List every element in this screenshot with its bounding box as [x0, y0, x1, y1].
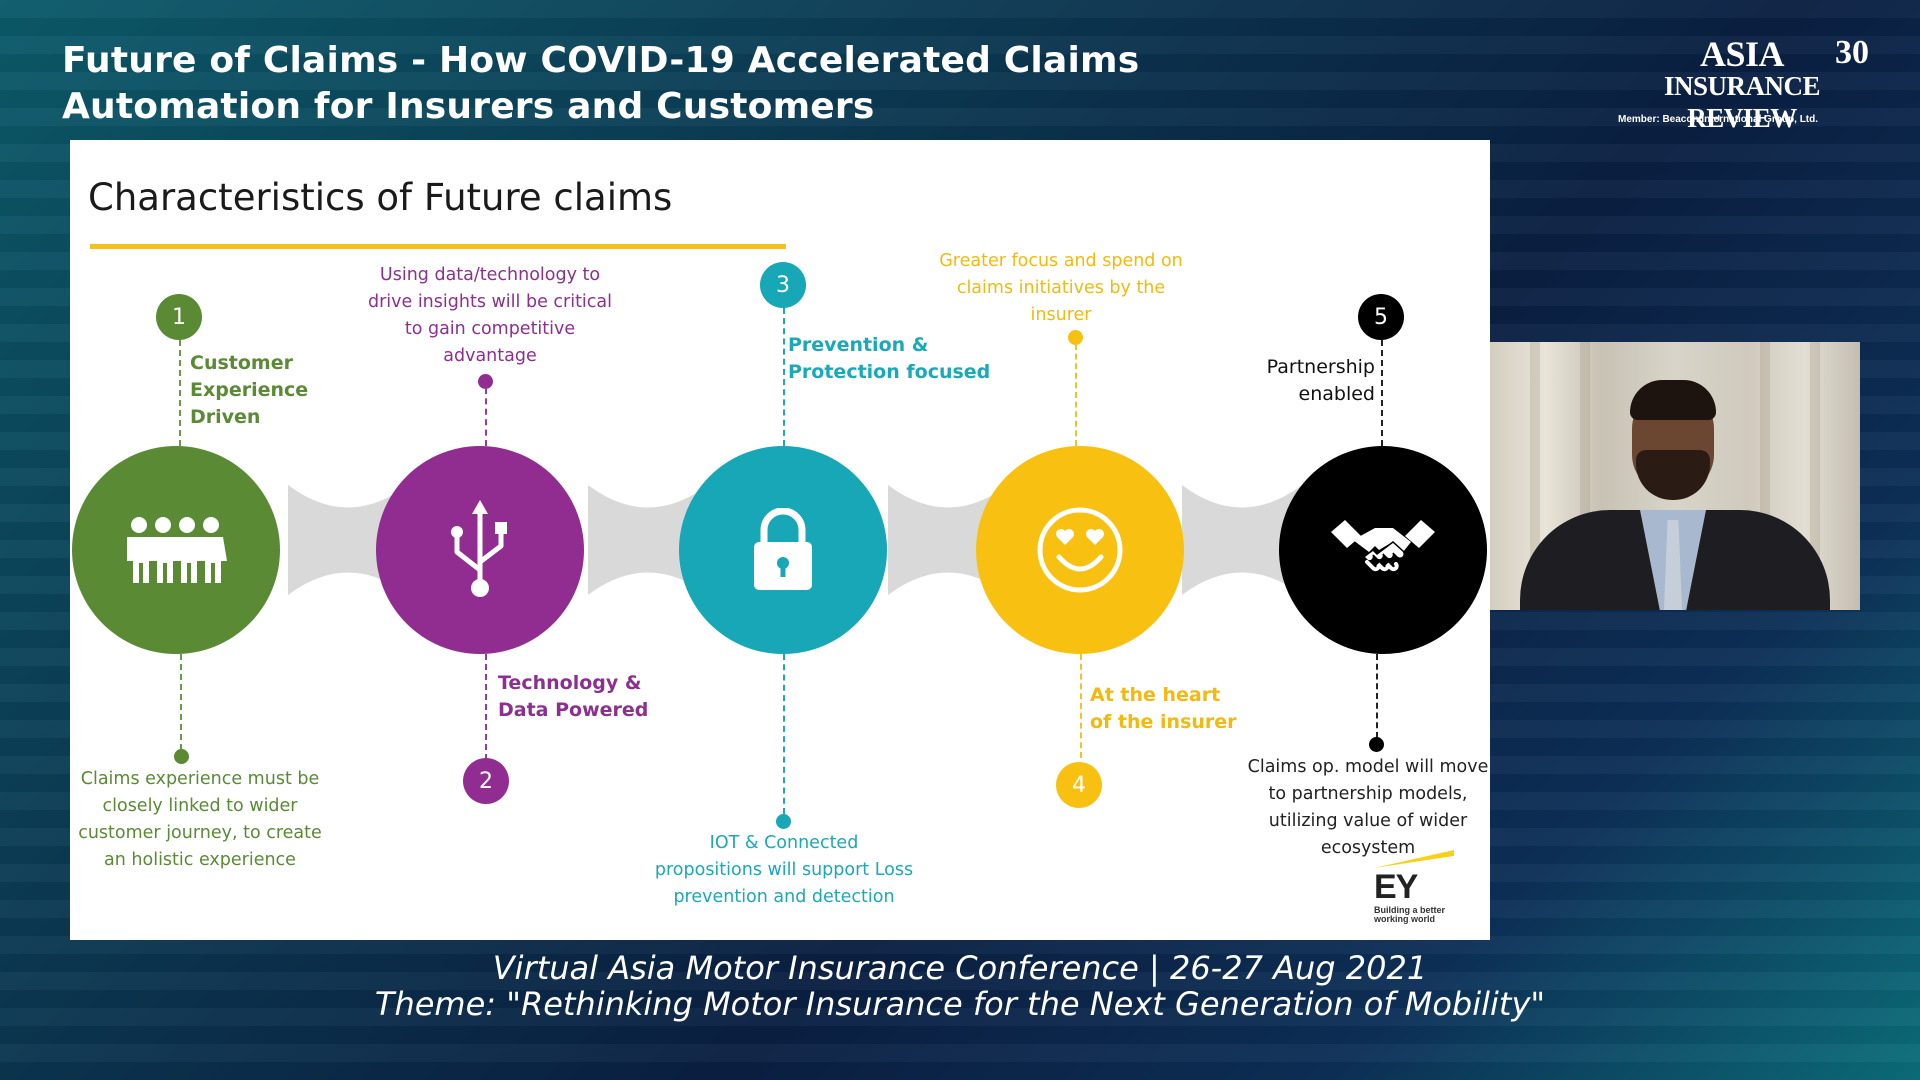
dashed-leader: [1080, 654, 1082, 758]
ey-beam-icon: [1374, 850, 1454, 868]
step-number-1: 1: [156, 294, 202, 340]
dashed-leader: [783, 308, 785, 446]
leader-dot: [478, 374, 493, 389]
people-group-icon: [127, 517, 227, 583]
leader-dot: [1068, 330, 1083, 345]
dashed-leader: [485, 388, 487, 446]
circle-technology-data: [376, 446, 584, 654]
handshake-icon: [1331, 520, 1435, 572]
label-prevention-protection: Prevention & Protection focused: [788, 334, 991, 383]
dashed-leader: [180, 654, 182, 750]
ey-wordmark: EY: [1374, 868, 1418, 906]
anniversary-badge: 30: [1835, 34, 1869, 71]
connector-shape: [1182, 485, 1302, 595]
speaker-webcam-feed: [1490, 342, 1860, 610]
dashed-leader: [1376, 654, 1378, 738]
leader-dot: [776, 814, 791, 829]
label-customer-experience: Customer Experience Driven: [190, 352, 309, 428]
description-customer-experience: Claims experience must be closely linked…: [78, 769, 322, 870]
brand-name-line2: INSURANCE REVIEW: [1663, 71, 1821, 133]
usb-icon: [451, 500, 507, 597]
dashed-leader: [179, 340, 181, 446]
step-number-4: 4: [1056, 762, 1102, 808]
step-number-3: 3: [760, 262, 806, 308]
step-number-2: 2: [463, 758, 509, 804]
slide-title: Characteristics of Future claims: [88, 176, 673, 219]
circle-heart-of-insurer: [976, 446, 1184, 654]
description-technology-data: Using data/technology to drive insights …: [367, 265, 613, 366]
label-partnership: Partnership enabled: [1266, 356, 1375, 405]
title-underline: [90, 244, 786, 249]
label-technology-data: Technology & Data Powered: [498, 672, 649, 721]
asia-insurance-review-logo: ASIA INSURANCE REVIEW 30 Member: Beacon …: [1612, 34, 1872, 138]
presentation-slide: Characteristics of Future claims 1 Custo…: [70, 140, 1490, 940]
brand-name-line1: ASIA: [1699, 34, 1785, 74]
circle-partnership: [1279, 446, 1487, 654]
session-title: Future of Claims - How COVID-19 Accelera…: [62, 38, 1162, 130]
circle-customer-experience: [72, 446, 280, 654]
description-heart-of-insurer: Greater focus and spend on claims initia…: [939, 251, 1183, 325]
conference-theme: Theme: "Rethinking Motor Insurance for t…: [374, 985, 1546, 1023]
dashed-leader: [1381, 340, 1383, 446]
dashed-leader: [783, 654, 785, 814]
description-prevention-protection: IOT & Connected propositions will suppor…: [654, 833, 914, 907]
conference-line: Virtual Asia Motor Insurance Conference …: [492, 949, 1428, 987]
dashed-leader: [1075, 344, 1077, 446]
ey-logo: EY Building a better working world: [1370, 850, 1470, 930]
circle-prevention-protection: [679, 446, 887, 654]
connector-shape: [588, 485, 708, 595]
brand-member-text: Member: Beacon International Group, Ltd.: [1618, 114, 1819, 125]
leader-dot: [174, 749, 189, 764]
step-number-5: 5: [1358, 294, 1404, 340]
label-heart-of-insurer: At the heart of the insurer: [1090, 684, 1237, 733]
padlock-icon: [754, 508, 812, 590]
leader-dot: [1369, 737, 1384, 752]
heart-eyes-smiley-icon: [1037, 507, 1123, 593]
session-title-line1: Future of Claims - How COVID-19 Accelera…: [62, 40, 1140, 81]
dashed-leader: [485, 654, 487, 770]
session-title-line2: Automation for Insurers and Customers: [62, 86, 875, 127]
ey-tagline: Building a better working world: [1374, 905, 1446, 924]
description-partnership: Claims op. model will move to partnershi…: [1247, 757, 1489, 858]
